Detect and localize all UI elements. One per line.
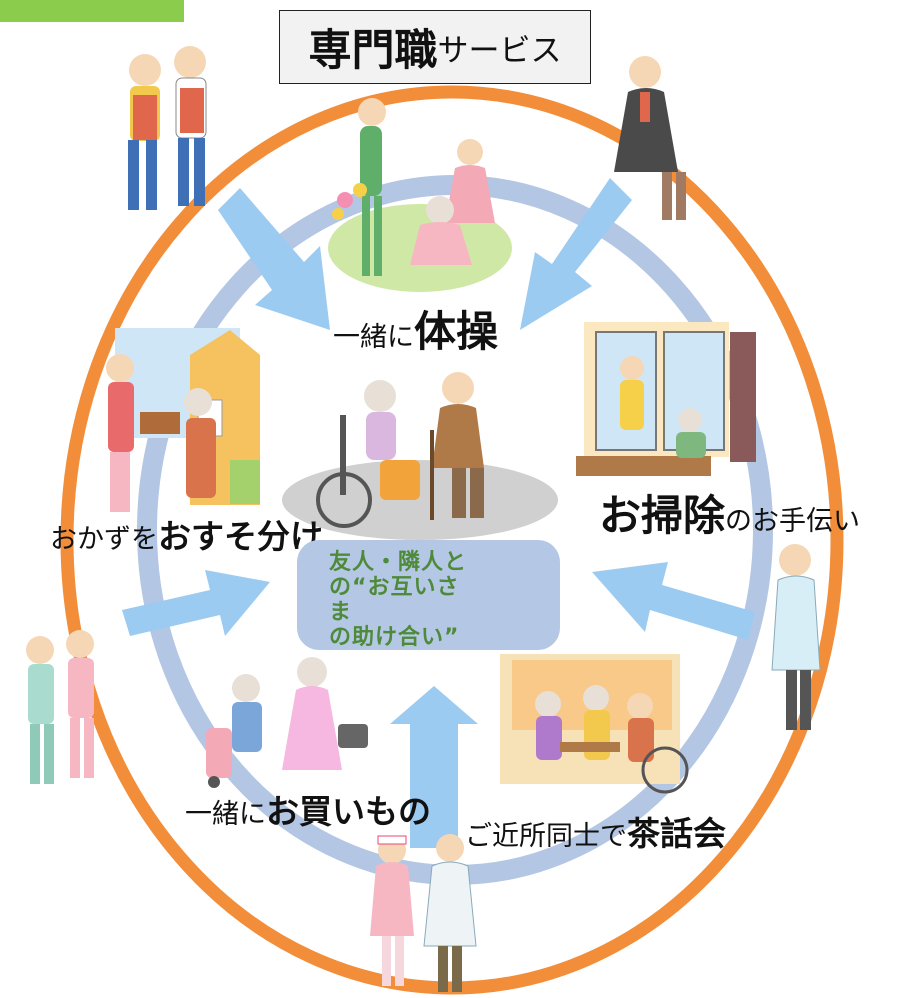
label-souji-suffix: のお手伝い (725, 506, 861, 537)
caregiver-woman-illustration (614, 56, 686, 220)
label-kaimono: 一緒にお買いもの (185, 785, 431, 833)
label-kaimono-main: お買いもの (266, 792, 431, 831)
arrow-left (122, 570, 270, 636)
title-rest: サービス (437, 32, 562, 69)
center-line-2: の“お互いさ (329, 575, 460, 600)
tea-party-illustration (500, 654, 689, 794)
label-taiso-prefix: 一緒に (333, 322, 414, 353)
arrows (122, 178, 755, 848)
center-message-box: 友人・隣人と の“お互いさ ま の助け合い” (297, 540, 560, 650)
arrow-top-left (218, 188, 330, 330)
center-line-1: 友人・隣人と (329, 550, 468, 575)
wheelchair-illustration (316, 372, 484, 528)
center-floor-shadow (282, 460, 558, 540)
food-sharing-illustration (106, 328, 260, 512)
arrow-right (592, 562, 755, 640)
nurse-doctor-illustration (370, 834, 477, 992)
label-taiso-main: 体操 (414, 307, 499, 356)
cleaning-illustration (576, 322, 756, 476)
exercise-illustration (328, 98, 512, 292)
label-osusowake-prefix: おかずを (50, 524, 158, 555)
title-box: 専門職サービス (279, 10, 591, 84)
label-chawakai: ご近所同士で茶話会 (465, 807, 726, 855)
green-corner-tab (0, 0, 184, 22)
label-osusowake-main: おすそ分け (158, 517, 323, 556)
label-souji: お掃除のお手伝い (599, 482, 860, 543)
center-line-4: の助け合い” (329, 625, 460, 650)
label-chawakai-main: 茶話会 (627, 814, 726, 853)
arrow-top-right (520, 178, 632, 330)
label-taiso: 一緒に体操 (333, 298, 498, 359)
shopping-illustration (206, 657, 368, 788)
center-line-3: ま (329, 600, 353, 625)
label-osusowake: おかずをおすそ分け (50, 510, 323, 558)
title-bold: 専門職 (308, 26, 438, 76)
arrow-bottom (390, 686, 478, 848)
label-kaimono-prefix: 一緒に (185, 799, 266, 830)
chatting-men-illustration (26, 630, 94, 784)
label-souji-main: お掃除 (599, 491, 726, 540)
aproned-couple-illustration (128, 46, 207, 210)
nurse-woman-illustration (771, 544, 821, 730)
label-chawakai-prefix: ご近所同士で (465, 821, 627, 852)
